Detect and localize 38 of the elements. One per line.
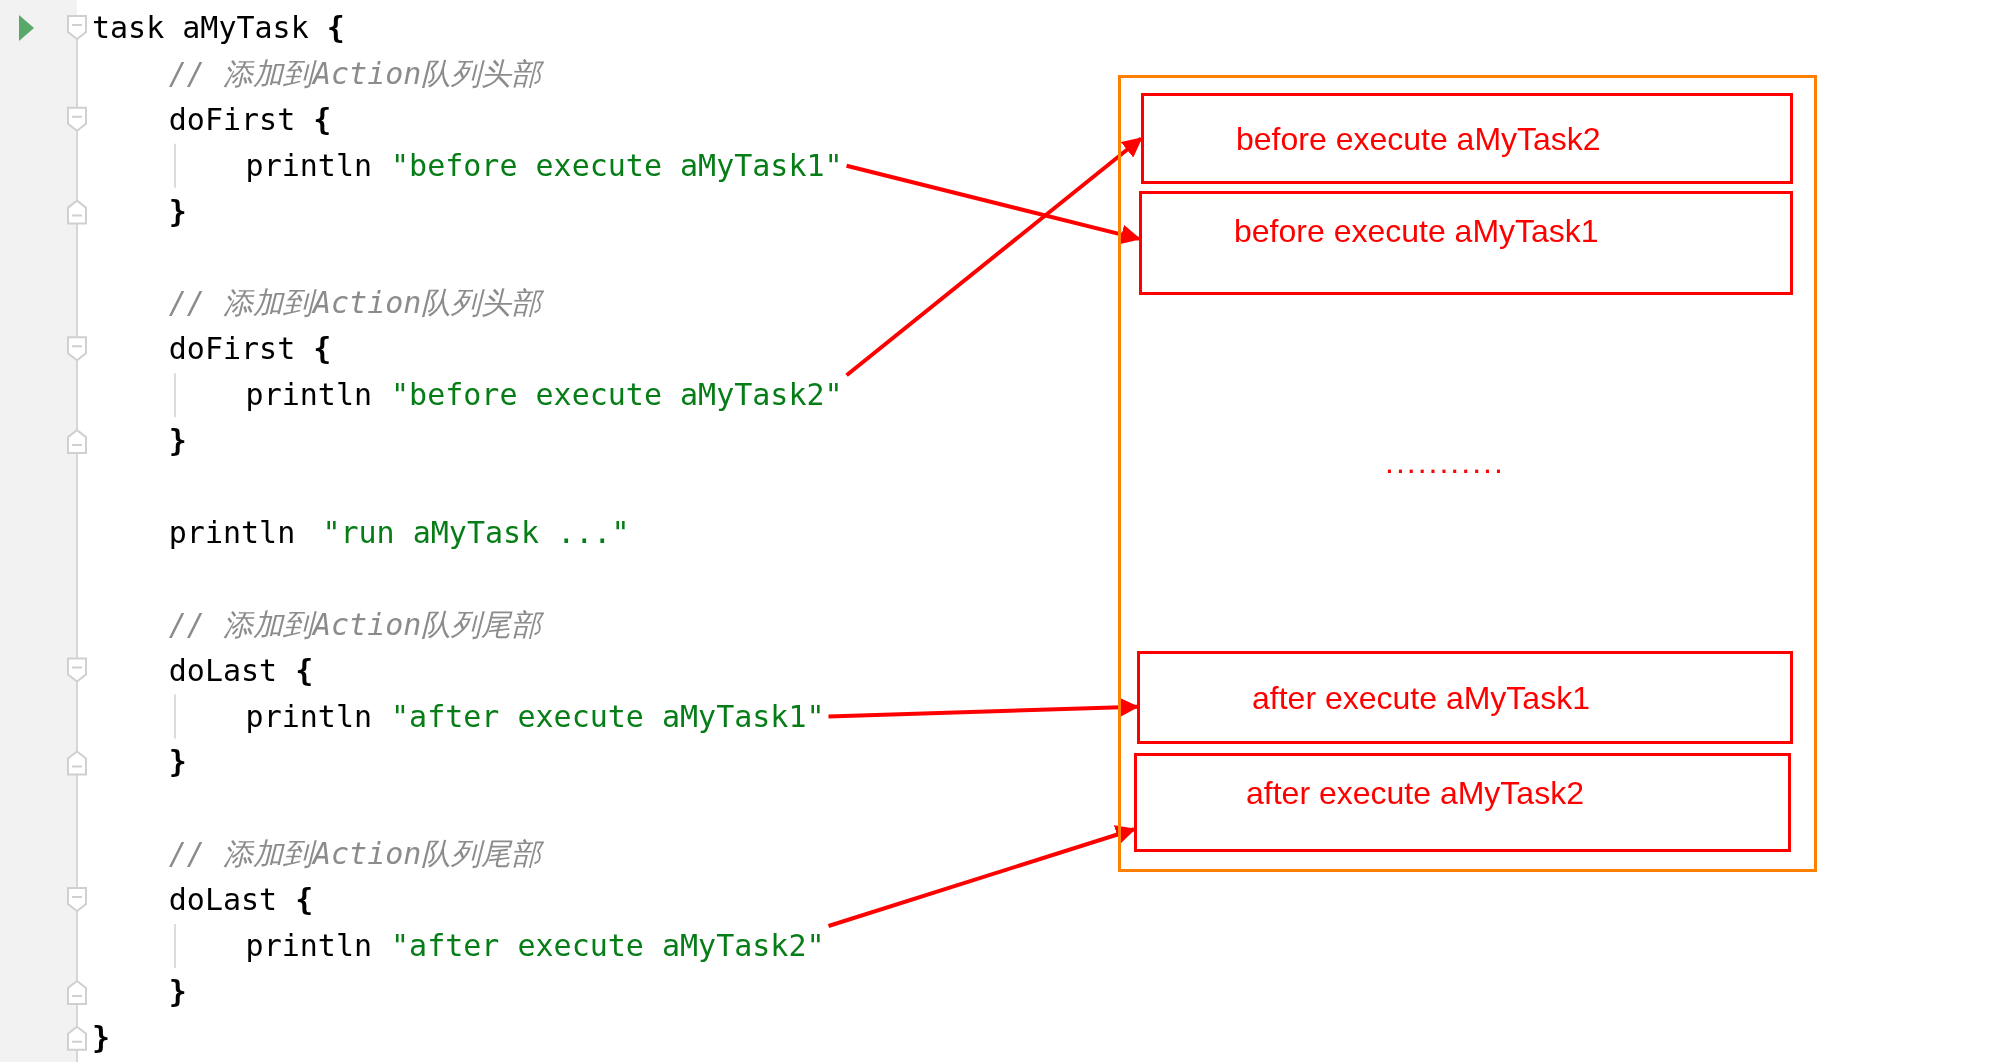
code-line: doLast {	[168, 651, 314, 690]
arrow	[845, 136, 1143, 377]
closing-brace: }	[168, 422, 187, 461]
closing-brace: }	[92, 1018, 111, 1057]
action-box	[1134, 753, 1791, 852]
string-literal: "before execute aMyTask1"	[391, 146, 843, 185]
arrow	[828, 697, 1139, 719]
action-box	[1141, 93, 1793, 184]
closing-brace: }	[168, 972, 187, 1011]
action-box	[1139, 191, 1793, 295]
code-line: task aMyTask {	[92, 9, 345, 47]
string-literal: "before execute aMyTask2"	[391, 376, 843, 415]
string-literal: "run aMyTask ..."	[322, 513, 630, 552]
string-literal: "after execute aMyTask2"	[391, 927, 825, 965]
code-line: doFirst {	[168, 330, 332, 369]
closing-brace: }	[168, 743, 187, 782]
code-comment: // 添加到Action队列尾部	[168, 835, 542, 874]
code-keyword: println	[245, 146, 373, 185]
code-keyword: println	[245, 697, 373, 736]
code-line: doFirst {	[168, 100, 332, 139]
code-line: println	[168, 513, 296, 552]
action-label: after execute aMyTask1	[1252, 678, 1590, 717]
action-label: before execute aMyTask1	[1234, 212, 1599, 250]
closing-brace: }	[168, 192, 187, 231]
code-comment: // 添加到Action队列尾部	[168, 605, 542, 644]
ellipsis-text: ...........	[1385, 444, 1505, 481]
action-label: before execute aMyTask2	[1236, 119, 1601, 158]
code-line: doLast {	[168, 881, 314, 920]
code-comment: // 添加到Action队列头部	[168, 54, 542, 93]
action-label: after execute aMyTask2	[1246, 774, 1584, 812]
code-keyword: println	[245, 927, 373, 965]
string-literal: "after execute aMyTask1"	[391, 697, 825, 736]
arrow	[846, 163, 1141, 245]
arrow	[827, 825, 1136, 928]
code-comment: // 添加到Action队列头部	[168, 284, 542, 323]
action-box	[1137, 651, 1793, 744]
queue-container	[1118, 75, 1817, 872]
code-keyword: println	[245, 376, 373, 415]
